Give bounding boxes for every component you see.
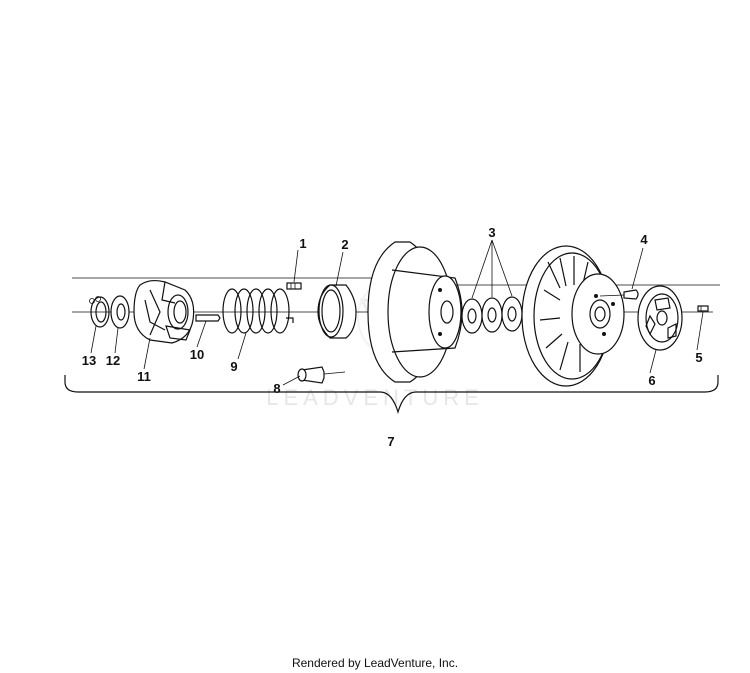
stationary-sheave (367, 241, 463, 383)
cover-plate-icon (637, 285, 683, 351)
footer-credit: Rendered by LeadVenture, Inc. (291, 656, 459, 670)
watermark-text: LEADVENTURE (266, 385, 484, 410)
washer-icon (110, 295, 130, 329)
roller-pin-icon (599, 289, 639, 300)
callout-10: 10 (190, 347, 204, 362)
roller-icon (297, 366, 346, 384)
washer-icon (461, 296, 523, 334)
movable-sheave (521, 245, 625, 387)
clutch-assembly-bracket (64, 375, 719, 415)
pin-icon (195, 314, 221, 322)
callout-7: 7 (387, 434, 394, 449)
callout-1: 1 (299, 236, 306, 251)
leader-lines (90, 239, 704, 386)
callout-4: 4 (640, 232, 648, 247)
spring-icon (222, 288, 294, 334)
callout-13: 13 (82, 353, 96, 368)
callout-11: 11 (137, 369, 151, 384)
callout-5: 5 (695, 350, 702, 365)
cam-icon (133, 279, 195, 344)
callouts: 1 2 3 4 5 6 7 8 9 10 11 12 13 (82, 225, 703, 449)
screw-icon (286, 282, 302, 290)
callout-6: 6 (648, 373, 655, 388)
callout-2: 2 (341, 237, 348, 252)
screw-icon (697, 305, 709, 312)
snap-ring-icon (89, 296, 110, 328)
callout-8: 8 (273, 381, 280, 396)
callout-12: 12 (106, 353, 120, 368)
sleeve-bushing-icon (317, 284, 357, 339)
callout-9: 9 (230, 359, 237, 374)
callout-3: 3 (488, 225, 495, 240)
